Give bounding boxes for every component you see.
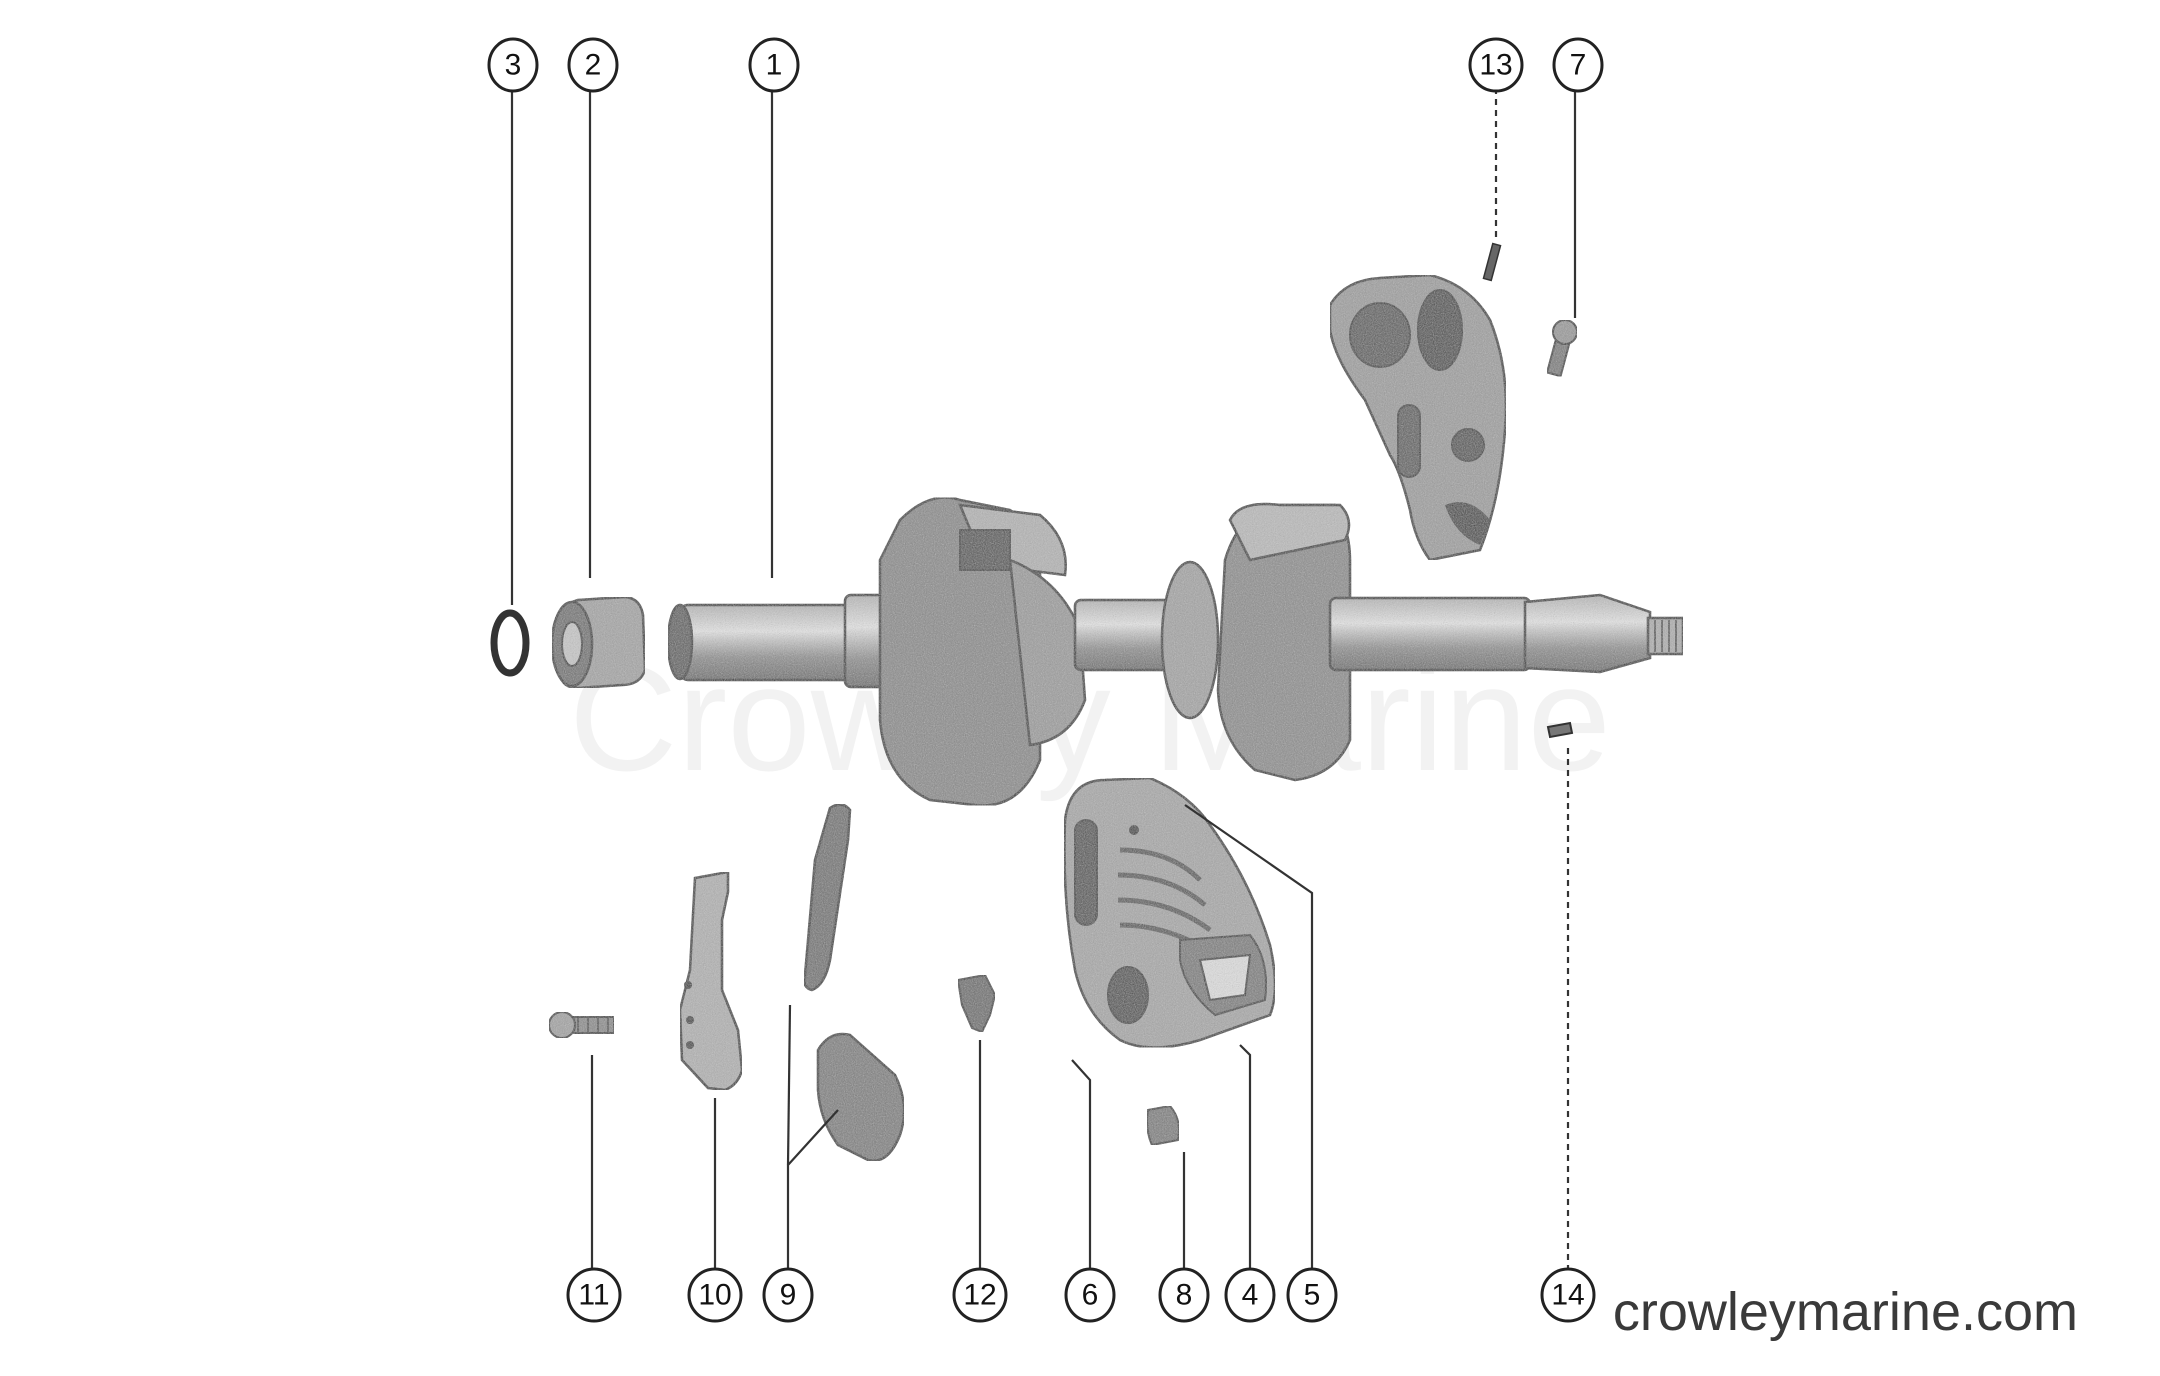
- callout-7: 7: [1552, 37, 1604, 93]
- callout-14-label: 14: [1551, 1279, 1584, 1312]
- part-bearing-cage-upper: [1328, 273, 1508, 562]
- callout-8: 8: [1158, 1267, 1210, 1323]
- part-8-shim: [1146, 1104, 1180, 1147]
- callout-12-label: 12: [963, 1279, 996, 1312]
- callout-6: 6: [1064, 1267, 1116, 1323]
- part-7-screw: [1545, 319, 1578, 378]
- part-5-bearing-cage-lower: [1063, 776, 1277, 1049]
- callout-12: 12: [952, 1267, 1008, 1323]
- part-13-pin: [1482, 242, 1502, 282]
- callout-6-label: 6: [1082, 1279, 1099, 1312]
- callout-2-label: 2: [585, 49, 602, 82]
- callout-7-label: 7: [1570, 49, 1587, 82]
- footer-site-name: crowleymarine.com: [1613, 1282, 2078, 1342]
- callout-1-label: 1: [766, 49, 783, 82]
- callout-4: 4: [1224, 1267, 1276, 1323]
- part-3-ring: [490, 609, 530, 677]
- callout-1: 1: [748, 37, 800, 93]
- callout-4-label: 4: [1242, 1279, 1259, 1312]
- callout-9: 9: [762, 1267, 814, 1323]
- callout-5-label: 5: [1304, 1279, 1321, 1312]
- part-9-retainer-strips: [803, 803, 906, 1162]
- callout-13: 13: [1468, 37, 1524, 93]
- callout-3-label: 3: [505, 49, 522, 82]
- callout-8-label: 8: [1176, 1279, 1193, 1312]
- callout-3: 3: [487, 37, 539, 93]
- part-2-bearing: [550, 595, 647, 690]
- part-12-clip: [956, 973, 997, 1034]
- callout-9-label: 9: [780, 1279, 797, 1312]
- callout-5: 5: [1286, 1267, 1338, 1323]
- callout-13-label: 13: [1479, 49, 1512, 82]
- callout-11: 11: [566, 1267, 622, 1323]
- callout-10: 10: [687, 1267, 743, 1323]
- callout-2: 2: [567, 37, 619, 93]
- callout-11-label: 11: [578, 1279, 609, 1312]
- callout-10-label: 10: [698, 1279, 731, 1312]
- part-14-key: [1546, 721, 1574, 739]
- part-1-crankshaft: [666, 496, 1685, 807]
- leader-lines: [510, 88, 1577, 1272]
- callout-14: 14: [1540, 1267, 1596, 1323]
- part-11-bolt: [548, 1011, 615, 1039]
- part-10-lock-plate: [678, 870, 744, 1092]
